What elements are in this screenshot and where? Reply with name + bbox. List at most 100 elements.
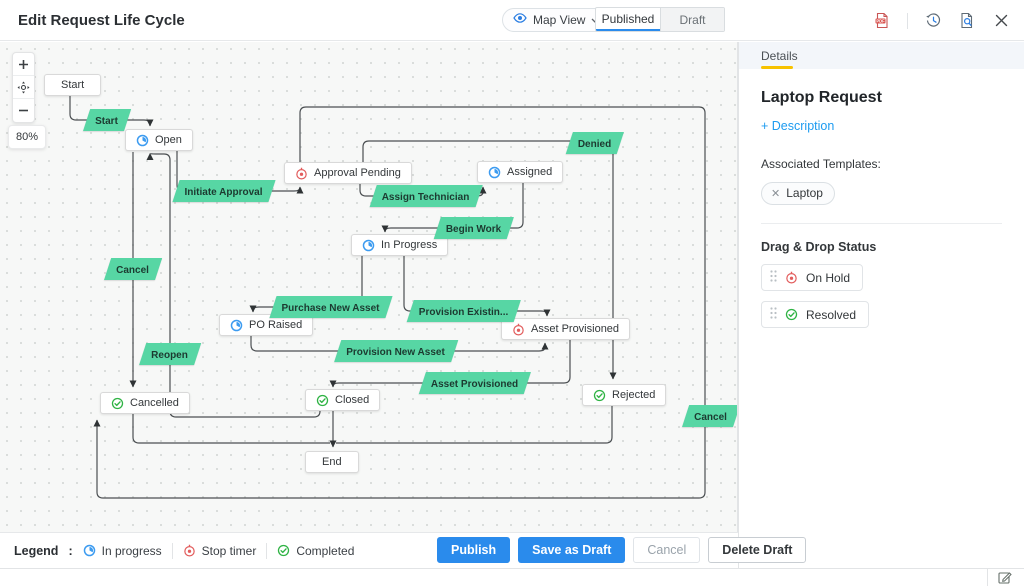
publish-button[interactable]: Publish <box>437 537 511 563</box>
bottom-strip <box>0 568 1024 586</box>
close-icon[interactable] <box>992 12 1010 30</box>
transition-label: Purchase New Asset <box>281 303 380 314</box>
transition-label: Asset Provisioned <box>430 379 519 390</box>
remove-template-icon[interactable]: ✕ <box>771 187 781 200</box>
associated-templates-label: Associated Templates: <box>761 157 881 171</box>
node-label: Approval Pending <box>314 167 401 179</box>
legend-item-label: In progress <box>101 543 162 558</box>
map-view-label: Map View <box>533 13 586 27</box>
transition-label: Provision New Asset <box>346 347 445 358</box>
in-progress-icon <box>136 134 149 147</box>
node-label: Asset Provisioned <box>531 323 620 335</box>
node-closed[interactable]: Closed <box>305 389 381 411</box>
completed-icon <box>785 308 798 321</box>
node-label: Closed <box>335 394 370 406</box>
completed-icon <box>111 397 124 410</box>
transition-label: Start <box>95 116 118 127</box>
header-icons: PDF <box>873 0 1010 41</box>
feedback-edit-icon[interactable] <box>998 571 1012 586</box>
stop-timer-icon <box>785 271 798 284</box>
transition-cancel-left[interactable]: Cancel <box>104 258 162 280</box>
node-label: PO Raised <box>249 319 303 331</box>
pdf-export-icon[interactable]: PDF <box>873 12 891 30</box>
header-bar: Edit Request Life Cycle Map View Publish… <box>0 0 1024 41</box>
strip-divider <box>987 569 988 586</box>
transition-provision-existing[interactable]: Provision Existin... <box>406 300 522 322</box>
transition-t-start[interactable]: Start <box>83 109 131 131</box>
drag-status-resolved[interactable]: Resolved <box>761 301 870 328</box>
footer-buttons: Publish Save as Draft Cancel Delete Draf… <box>437 537 807 563</box>
transition-denied[interactable]: Denied <box>565 132 625 154</box>
node-asset-provisioned[interactable]: Asset Provisioned <box>501 318 631 340</box>
transition-provision-new-asset[interactable]: Provision New Asset <box>334 340 458 362</box>
transition-assign-technician[interactable]: Assign Technician <box>369 185 483 207</box>
map-view-dropdown[interactable]: Map View <box>502 8 612 32</box>
stop-timer-icon <box>295 167 308 180</box>
transition-label: Initiate Approval <box>184 187 263 198</box>
node-label: In Progress <box>381 239 438 251</box>
history-icon[interactable] <box>924 12 942 30</box>
eye-icon <box>513 11 527 30</box>
cancel-button[interactable]: Cancel <box>633 537 701 563</box>
node-end[interactable]: End <box>305 451 359 473</box>
zoom-in-button[interactable] <box>13 53 34 76</box>
transition-reopen[interactable]: Reopen <box>139 343 201 365</box>
status-label: On Hold <box>806 270 851 285</box>
in-progress-icon <box>362 239 375 252</box>
tab-published[interactable]: Published <box>596 8 660 31</box>
transition-asset-provisioned-t[interactable]: Asset Provisioned <box>418 372 532 394</box>
canvas-zoom-controls <box>12 52 35 123</box>
tab-active-underline <box>761 66 793 69</box>
node-label: End <box>322 456 342 468</box>
delete-draft-button[interactable]: Delete Draft <box>708 537 807 563</box>
drag-status-on-hold[interactable]: On Hold <box>761 264 864 291</box>
legend-separator <box>266 542 268 559</box>
pan-move-icon[interactable] <box>13 76 34 99</box>
node-rejected[interactable]: Rejected <box>582 384 667 406</box>
template-chip-label: Laptop <box>786 186 823 200</box>
node-label: Open <box>155 134 182 146</box>
lifecycle-title: Laptop Request <box>761 89 882 106</box>
legend-title: Legend <box>14 543 59 558</box>
node-cancelled[interactable]: Cancelled <box>100 392 190 414</box>
tab-details-label: Details <box>761 49 798 63</box>
in-progress-icon <box>488 166 501 179</box>
details-panel: Details Laptop Request + Description Ass… <box>738 42 1024 568</box>
tab-draft[interactable]: Draft <box>660 8 724 31</box>
status-label: Resolved <box>806 307 857 322</box>
header-icon-divider <box>907 12 908 29</box>
transition-initiate-approval[interactable]: Initiate Approval <box>172 180 276 202</box>
tab-details[interactable]: Details <box>761 49 798 69</box>
transition-label: Reopen <box>151 350 188 361</box>
zoom-out-button[interactable] <box>13 99 34 122</box>
transition-purchase-new-asset[interactable]: Purchase New Asset <box>269 296 393 318</box>
node-in-progress[interactable]: In Progress <box>351 234 449 256</box>
node-label: Cancelled <box>130 397 179 409</box>
drag-handle-icon[interactable] <box>770 270 777 285</box>
completed-icon <box>593 389 606 402</box>
page-title: Edit Request Life Cycle <box>18 11 185 29</box>
node-assigned[interactable]: Assigned <box>477 161 564 183</box>
node-po-raised[interactable]: PO Raised <box>219 314 314 336</box>
node-label: Start <box>61 79 85 91</box>
transition-cancel-right[interactable]: Cancel <box>682 405 737 427</box>
template-chip-laptop[interactable]: ✕ Laptop <box>761 182 835 205</box>
node-open[interactable]: Open <box>125 129 193 151</box>
legend-item-in-progress: In progress <box>83 544 162 558</box>
add-description-link[interactable]: + Description <box>761 119 835 133</box>
transition-label: Cancel <box>694 412 727 423</box>
drag-handle-icon[interactable] <box>770 307 777 322</box>
in-progress-icon <box>230 319 243 332</box>
node-start[interactable]: Start <box>44 74 102 96</box>
panel-tab-bar: Details <box>739 42 1024 69</box>
stop-timer-icon <box>183 544 196 557</box>
zoom-level-readout: 80% <box>8 125 47 149</box>
save-as-draft-button[interactable]: Save as Draft <box>518 537 626 563</box>
transition-begin-work[interactable]: Begin Work <box>433 217 515 239</box>
in-progress-icon <box>83 544 96 557</box>
document-search-icon[interactable] <box>958 12 976 30</box>
node-approval-pending[interactable]: Approval Pending <box>284 162 412 184</box>
